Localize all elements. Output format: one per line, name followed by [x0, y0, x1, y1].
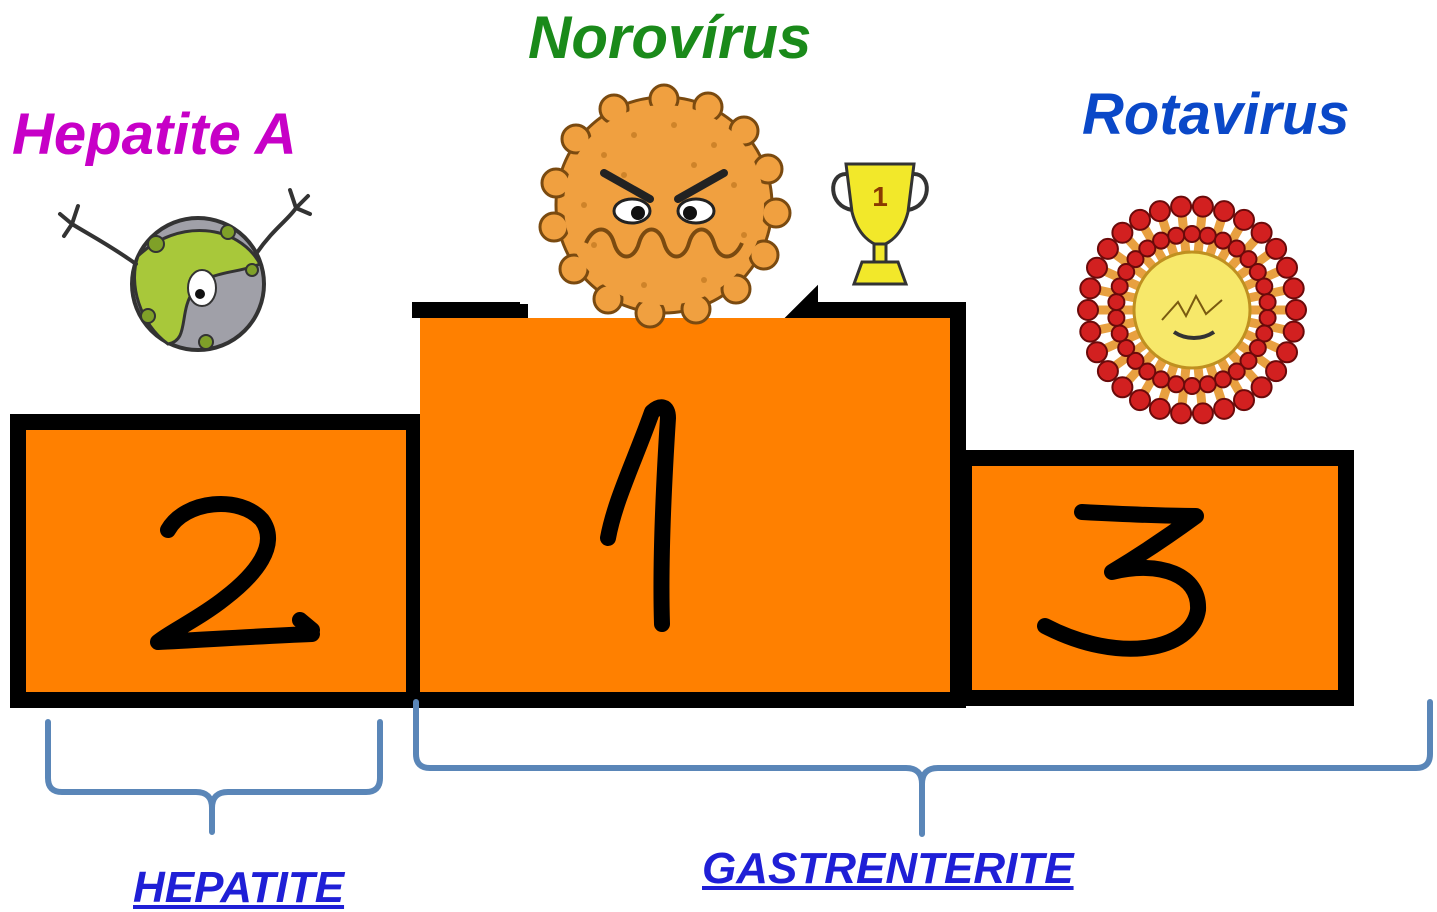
- podium-block-second: [18, 422, 414, 700]
- rotavirus-capsid-ball: [1200, 228, 1216, 244]
- rotavirus-capsid-ball: [1130, 210, 1150, 230]
- rotavirus-capsid-ball: [1256, 279, 1272, 295]
- podium-block-first: [412, 304, 958, 700]
- second-place-name: Hepatite A: [12, 106, 297, 164]
- rotavirus-capsid-ball: [1260, 310, 1276, 326]
- first-place-name: Norovírus: [528, 8, 811, 68]
- rotavirus-capsid-ball: [1108, 294, 1124, 310]
- norovirus-character-icon: [540, 85, 790, 327]
- rotavirus-capsid-ball: [1214, 399, 1234, 419]
- rotavirus-capsid-ball: [1130, 390, 1150, 410]
- hepatite-category-link[interactable]: HEPATITE: [133, 866, 344, 910]
- rotavirus-capsid-ball: [1184, 378, 1200, 394]
- rotavirus-capsid-ball: [1150, 201, 1170, 221]
- rotavirus-capsid-ball: [1215, 371, 1231, 387]
- rotavirus-capsid-ball: [1080, 278, 1100, 298]
- rotavirus-capsid-ball: [1098, 361, 1118, 381]
- trophy-icon: 1: [833, 164, 927, 284]
- rotavirus-capsid-ball: [1112, 223, 1132, 243]
- rotavirus-capsid-ball: [1078, 300, 1098, 320]
- rotavirus-capsid-ball: [1108, 310, 1124, 326]
- rotavirus-capsid-ball: [1112, 377, 1132, 397]
- rotavirus-capsid-ball: [1168, 228, 1184, 244]
- rotavirus-capsid-ball: [1286, 300, 1306, 320]
- rotavirus-capsid-ball: [1193, 197, 1213, 217]
- rotavirus-capsid-ball: [1284, 278, 1304, 298]
- rotavirus-capsid-ball: [1277, 258, 1297, 278]
- hepatite-bracket: [48, 722, 380, 832]
- rotavirus-capsid-ball: [1153, 233, 1169, 249]
- rotavirus-capsid-ball: [1087, 342, 1107, 362]
- rotavirus-capsid-ball: [1260, 294, 1276, 310]
- rotavirus-capsid-ball: [1277, 342, 1297, 362]
- rotavirus-capsid-ball: [1184, 226, 1200, 242]
- rotavirus-capsid-ball: [1171, 197, 1191, 217]
- gastrenterite-category-link[interactable]: GASTRENTERITE: [702, 847, 1074, 891]
- rotavirus-capsid-ball: [1266, 239, 1286, 259]
- gastrenterite-bracket: [416, 702, 1430, 834]
- third-place-name: Rotavirus: [1082, 86, 1350, 144]
- rotavirus-capsid-ball: [1112, 326, 1128, 342]
- rotavirus-capsid-ball: [1171, 403, 1191, 423]
- trophy-rank-number: 1: [872, 181, 888, 212]
- hepatitis-a-character-icon: [60, 190, 310, 350]
- rotavirus-capsid-ball: [1284, 322, 1304, 342]
- rotavirus-capsid-ball: [1200, 376, 1216, 392]
- rotavirus-capsid-ball: [1168, 376, 1184, 392]
- rotavirus-capsid-ball: [1087, 258, 1107, 278]
- podium-block-third: [964, 458, 1346, 698]
- rotavirus-capsid-ball: [1234, 390, 1254, 410]
- rotavirus-capsid-ball: [1098, 239, 1118, 259]
- rotavirus-capsid-ball: [1150, 399, 1170, 419]
- rotavirus-capsid-ball: [1214, 201, 1234, 221]
- rotavirus-capsid-ball: [1252, 223, 1272, 243]
- rotavirus-capsid-ball: [1252, 377, 1272, 397]
- rotavirus-character-icon: [1078, 197, 1306, 424]
- rotavirus-capsid-ball: [1266, 361, 1286, 381]
- rotavirus-capsid-ball: [1080, 322, 1100, 342]
- rotavirus-capsid-ball: [1234, 210, 1254, 230]
- rotavirus-capsid-ball: [1193, 403, 1213, 423]
